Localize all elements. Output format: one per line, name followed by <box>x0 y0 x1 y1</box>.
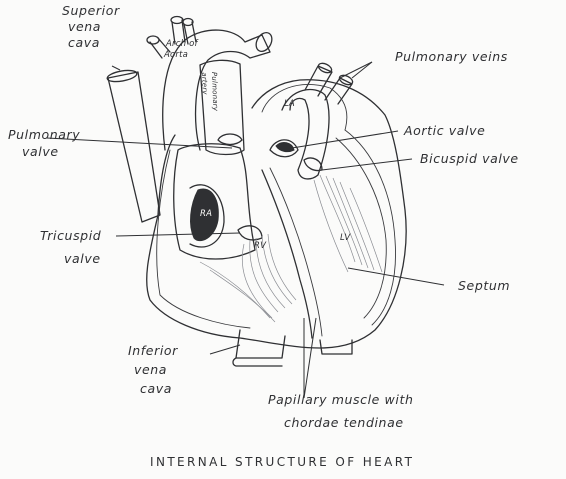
aortic-valve-cusp <box>276 143 294 152</box>
aortic-valve-label: Aortic valve <box>403 123 485 138</box>
ivc-bottom <box>233 358 282 366</box>
papillary-muscle-label: Papillary muscle with chordae tendinae <box>268 392 418 430</box>
pulmonary-veins-label: Pulmonary veins <box>395 49 508 64</box>
lv-label: LV <box>340 233 351 243</box>
arch-of-aorta-label: Arch of Aorta <box>163 39 201 60</box>
bicuspid-valve-shape <box>304 158 322 170</box>
chordae-tendinae-right <box>200 234 296 322</box>
septum-wall <box>262 170 312 338</box>
aorta-end-opening <box>253 30 275 54</box>
pulmonary-vein-1-opening <box>317 61 333 74</box>
tricuspid-valve-label: Tricuspid valve <box>40 228 106 266</box>
pulmonary-valve-shape <box>218 134 242 145</box>
aorta-branch-1-opening <box>147 36 159 44</box>
pulmonary-valve-label: Pulmonary valve <box>8 127 85 159</box>
heart-outline <box>147 80 406 348</box>
rv-label: RV <box>254 241 267 251</box>
aorta-branch-2-opening <box>171 17 183 24</box>
inferior-vena-cava-label: Inferior vena cava <box>128 343 182 396</box>
septum-label: Septum <box>458 278 510 293</box>
superior-vena-cava-vessel <box>108 72 160 222</box>
ra-label: RA <box>200 209 212 219</box>
left-atrium-inner <box>262 84 347 130</box>
chordae-tendinae-left <box>314 175 382 272</box>
la-label: LA <box>284 99 295 109</box>
svc-opening <box>106 68 137 83</box>
septum-wall-inner <box>270 168 322 336</box>
tricuspid-valve-shape <box>238 226 262 240</box>
diagram-title: INTERNAL STRUCTURE OF HEART <box>150 455 414 469</box>
superior-vena-cava-label: Superior vena cava <box>62 3 124 50</box>
bicuspid-valve-label: Bicuspid valve <box>420 151 519 166</box>
